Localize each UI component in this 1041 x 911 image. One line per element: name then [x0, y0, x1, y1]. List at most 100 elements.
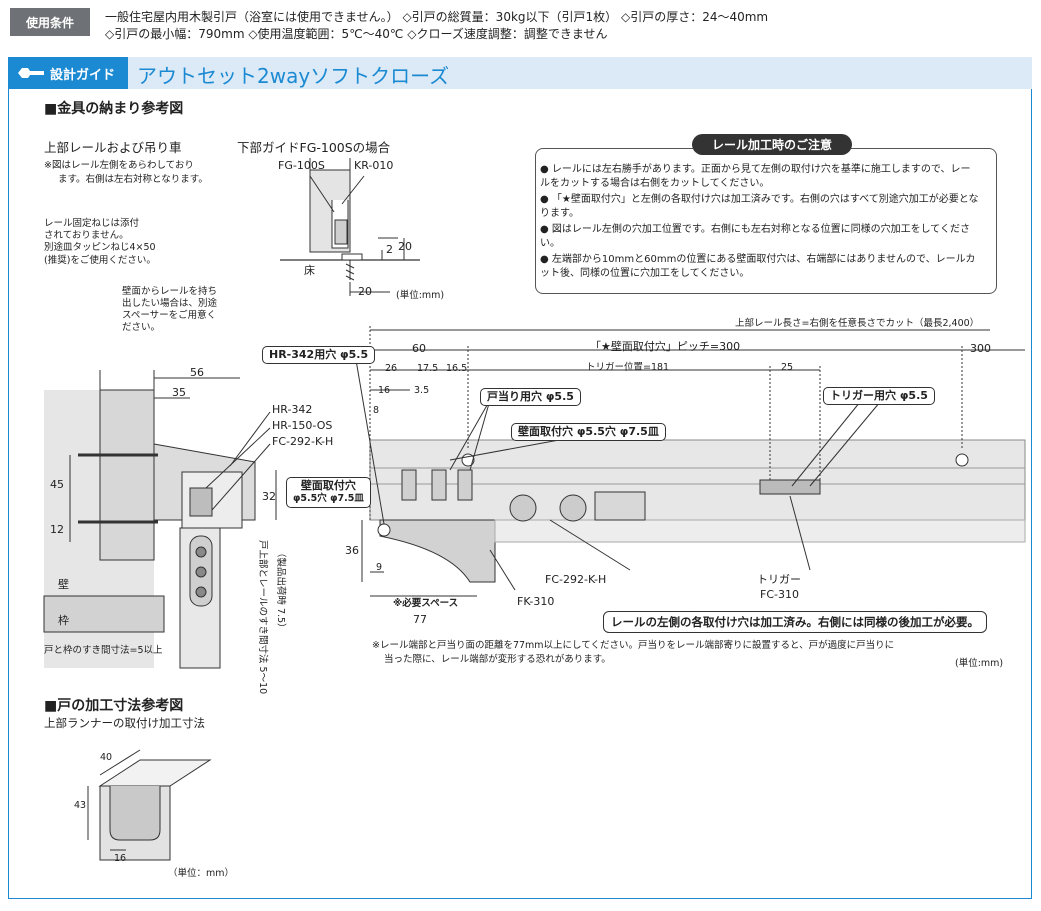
- dim-26: 26: [385, 363, 398, 374]
- fk310-label: FK-310: [517, 595, 555, 608]
- foot-note-1: ※レール端部と戸当り面の距離を77mm以上にしてください。戸当りをレール端部寄り…: [372, 640, 895, 651]
- dim-9: 9: [376, 562, 383, 573]
- notice-item-4: ● 左端部から10mmと60mmの位置にある壁面取付穴は、右端部にはありませんの…: [540, 254, 976, 279]
- spacer-note-1: 壁面からレールを持ち: [122, 286, 218, 297]
- content-frame: [8, 89, 1032, 899]
- guide-title: アウトセット2wayソフトクローズ: [137, 64, 450, 88]
- soft-close-unit: [594, 491, 646, 521]
- vertical-gap-label: 戸上部とレールのすき間寸法 5～10: [257, 540, 268, 695]
- upper-rail-title: 上部レールおよび吊り車: [44, 140, 182, 155]
- lower-dim-20-v: 20: [398, 240, 412, 253]
- notch-cutout: [109, 786, 161, 841]
- wall-hole-left-callout: 壁面取付穴 φ5.5穴 φ7.5皿: [286, 477, 371, 508]
- required-space-value: 77: [413, 613, 427, 626]
- runner-wheel-2: [559, 494, 587, 522]
- dim-45: 45: [50, 478, 64, 491]
- hr342-hole-callout: HR-342用穴 φ5.5: [262, 346, 376, 365]
- floor-label: 床: [304, 264, 315, 277]
- wall-label: 壁: [58, 578, 69, 591]
- dim-32: 32: [262, 490, 276, 503]
- part-hr150: HR-150-OS: [272, 419, 333, 432]
- screw-note-4: (推奨)をご使用ください。: [44, 255, 156, 266]
- notch-dim-40: 40: [100, 752, 113, 763]
- fc292-label: FC-292-K-H: [545, 573, 607, 586]
- conditions-line-1: 一般住宅屋内用木製引戸（浴室には使用できません。） ◇引戸の総質量：30kg以下…: [105, 10, 769, 24]
- fk310-bracket: [379, 519, 496, 583]
- lower-guide-drawing: [280, 158, 420, 296]
- screw-note-1: レール固定ねじは添付: [44, 218, 140, 229]
- notice-title: レール加工時のご注意: [692, 134, 852, 155]
- dim-8: 8: [373, 405, 380, 416]
- section2-unit: （単位：mm）: [168, 868, 235, 879]
- lower-dim-2: 2: [386, 243, 393, 256]
- upper-rail-section-drawing: [43, 370, 277, 669]
- conditions-badge: 使用条件: [10, 8, 90, 36]
- trigger-label: トリガー: [757, 573, 801, 586]
- trigger: [759, 479, 821, 495]
- dim-17-5: 17.5: [417, 363, 439, 374]
- required-space-label: ※必要スペース: [393, 598, 459, 609]
- wall-hole-left-line1: 壁面取付穴: [300, 479, 356, 492]
- guide-roller: [334, 219, 348, 245]
- dim-36: 36: [345, 544, 359, 557]
- section1-title: ■金具の納まり参考図: [44, 101, 184, 117]
- dim-12: 12: [50, 523, 64, 536]
- kr010-label: KR-010: [354, 159, 394, 172]
- upper-note-1: ※図はレール左側をあらわしており: [44, 160, 194, 171]
- runner-wheel-1: [509, 494, 537, 522]
- lower-dim-20-h: 20: [358, 285, 372, 298]
- rail-front-drawing: [355, 326, 1026, 597]
- gap-label: 戸と枠のすき間寸法=5以上: [44, 645, 163, 656]
- conditions-line-2: ◇引戸の最小幅：790mm ◇使用温度範囲：5℃～40℃ ◇クローズ速度調整：調…: [105, 27, 608, 41]
- hanger-roller: [189, 487, 213, 517]
- guide-bar: [8, 57, 1032, 89]
- section2-subtitle: 上部ランナーの取付け加工寸法: [44, 716, 205, 730]
- spacer-note-4: ださい。: [122, 322, 161, 333]
- notice-item-3: ● 図はレール左側の穴加工位置です。右側にも左右対称となる位置に同様の穴加工をし…: [540, 224, 971, 249]
- right-side-note: レールの左側の各取付け穴は加工済み。右側には同様の後加工が必要。: [603, 611, 987, 633]
- notch-dim-16: 16: [114, 853, 127, 864]
- trigger-hole-callout: トリガー用穴 φ5.5: [823, 387, 935, 406]
- dim-56: 56: [190, 366, 204, 379]
- wall-hole-right: [955, 453, 969, 467]
- dim-25: 25: [781, 362, 794, 373]
- part-hr342: HR-342: [272, 403, 313, 416]
- door-notch-drawing: [87, 749, 212, 861]
- part-fc292: FC-292-K-H: [272, 435, 334, 448]
- stop-hole-callout: 戸当り用穴 φ5.5: [480, 388, 581, 407]
- notch-top-face: [98, 759, 212, 787]
- guide-tab: 設計ガイド: [8, 57, 128, 89]
- dim-16-5: 16.5: [446, 363, 468, 374]
- lower-guide-title: 下部ガイドFG-100Sの場合: [237, 140, 391, 155]
- foot-note-2: 当った際に、レール端部が変形する恐れがあります。: [384, 654, 611, 665]
- lower-unit: (単位:mm): [396, 290, 445, 301]
- frame-label: 枠: [58, 614, 69, 627]
- stopper-2: [431, 469, 447, 501]
- trigger-position-label: トリガー位置=181: [586, 362, 670, 373]
- wall-hole-left: [377, 523, 391, 537]
- screw-note-3: 別途皿タッピンねじ4×50: [44, 242, 156, 253]
- rail-length-label: 上部レール長さ=右側を任意長さでカット（最長2,400）: [735, 318, 980, 329]
- vertical-factory-label: （製品出荷時 7.5）: [275, 548, 286, 633]
- stopper-1: [401, 469, 417, 501]
- dim-35: 35: [172, 386, 186, 399]
- notice-item-1: ● レールには左右勝手があります。正面から見て左側の取付け穴を基準に施工しますの…: [540, 164, 971, 189]
- pitch-label: 「★壁面取付穴」ピッチ=300: [590, 340, 741, 353]
- upper-note-2: ます。右側は左右対称となります。: [58, 174, 208, 185]
- guide-tab-label: 設計ガイド: [50, 67, 116, 83]
- dim-16: 16: [378, 385, 391, 396]
- rail-front-body: [369, 439, 1026, 521]
- wall-hole-callout: 壁面取付穴 φ5.5穴 φ7.5皿: [511, 423, 666, 442]
- fg100s-label: FG-100S: [278, 159, 325, 172]
- rail-unit: (単位:mm): [955, 658, 1004, 669]
- notice-item-2: ● 「★壁面取付穴」と左側の各取付け穴は加工済みです。右側の穴はすべて別途穴加工…: [540, 194, 979, 219]
- dim-60: 60: [412, 342, 426, 355]
- spacer-note-3: スペーサーをご用意く: [122, 310, 217, 321]
- wrench-icon: [18, 68, 44, 78]
- stopper-3: [457, 469, 473, 501]
- notch-dim-43: 43: [74, 800, 87, 811]
- dim-3-5: 3.5: [414, 385, 430, 396]
- dim-300: 300: [970, 342, 991, 355]
- notice-box: [535, 148, 997, 294]
- wall-hole-left-line2: φ5.5穴 φ7.5皿: [293, 493, 364, 505]
